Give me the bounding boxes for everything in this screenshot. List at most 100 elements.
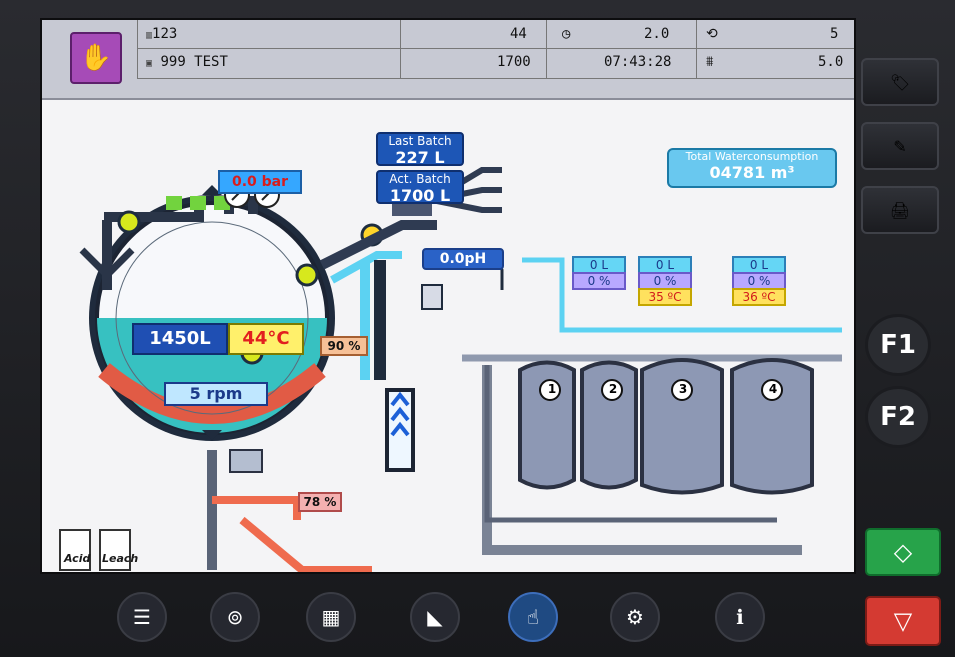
- sidebar-print-button[interactable]: 🖨: [861, 186, 939, 234]
- water-consumption: Total Waterconsumption 04781 m³: [667, 148, 837, 188]
- water-title: Total Waterconsumption: [685, 150, 819, 163]
- drum-side-pipe: [102, 220, 112, 290]
- bottom-list-button[interactable]: ☰: [117, 592, 167, 642]
- pipe-vertical: [360, 260, 370, 380]
- main-temp-display: 44°C: [228, 323, 304, 355]
- hand-icon: ✋: [79, 43, 113, 73]
- stat-4: 5: [830, 26, 839, 42]
- timer-icon: ◷: [562, 26, 571, 42]
- act-batch-box: Act. Batch 1700 L: [376, 170, 464, 205]
- program-icon: ▣: [146, 58, 153, 69]
- id-value: ▥123: [146, 26, 178, 42]
- curve-icon: ◣: [427, 605, 443, 629]
- hand-button[interactable]: ✋: [70, 32, 122, 84]
- chemical-pipe: [212, 496, 301, 520]
- header-divider: [546, 20, 547, 78]
- header-divider: [696, 20, 697, 78]
- stat-2: 1700: [497, 54, 531, 70]
- tank-label-4: 4: [768, 382, 778, 396]
- filter-flow: [390, 391, 410, 437]
- start-icon: ◇: [893, 538, 913, 566]
- pipe-bottom-inner: [484, 365, 777, 523]
- dosing-block: [190, 196, 206, 210]
- f2-key[interactable]: F2: [865, 386, 931, 448]
- info-icon: ℹ: [736, 605, 744, 629]
- ph-display: 0.0pH: [422, 248, 504, 270]
- leach-label: Leach: [102, 552, 139, 565]
- pipe-vertical-dark: [374, 260, 386, 380]
- valve-green-3: [295, 263, 319, 287]
- water-value: 04781 m³: [709, 163, 795, 182]
- dosing-block: [166, 196, 182, 210]
- acid-can: [59, 529, 91, 571]
- act-batch-title: Act. Batch: [389, 172, 451, 186]
- valve-percent: 90 %: [320, 336, 368, 356]
- bottom-pump-button[interactable]: ⊚: [210, 592, 260, 642]
- header-line: [137, 48, 854, 49]
- program-label: ▣ 999 TEST: [146, 54, 228, 70]
- bottom-info-button[interactable]: ℹ: [715, 592, 765, 642]
- last-batch-title: Last Batch: [388, 134, 452, 148]
- id-icon: ▥: [146, 30, 153, 41]
- tank4-liters: 0 L: [732, 256, 786, 274]
- process-panel: 0.0 bar Last Batch 227 L Act. Batch 1700…: [42, 100, 854, 572]
- drum-top-pipe: [104, 212, 204, 222]
- stat-1: 44: [510, 26, 527, 42]
- filter-column: [385, 388, 415, 472]
- pump-percent: 78 %: [298, 492, 342, 512]
- heater-band: [98, 363, 326, 424]
- edit-icon: ✎: [893, 136, 907, 156]
- sidebar-tag-button[interactable]: 🏷: [861, 58, 939, 106]
- print-icon: 🖨: [889, 200, 911, 220]
- tank-4: [730, 358, 814, 495]
- f1-key[interactable]: F1: [865, 314, 931, 376]
- drum-ring: [115, 221, 309, 415]
- stop-icon: ▽: [893, 607, 913, 635]
- tank-label-2: 2: [608, 382, 618, 396]
- level-icon: ⩩: [706, 54, 714, 70]
- header-line: [137, 78, 854, 79]
- tank-1: [518, 360, 576, 490]
- tag-icon: 🏷: [889, 72, 911, 92]
- tank-2: [580, 360, 638, 490]
- tank3-liters: 0 L: [638, 256, 692, 274]
- bottom-gear-button[interactable]: ⚙: [610, 592, 660, 642]
- drain-valve: [229, 449, 263, 473]
- tank12-percent: 0 %: [572, 272, 626, 290]
- bottom-touch-button[interactable]: ☝: [508, 592, 558, 642]
- start-button[interactable]: ◇: [865, 528, 941, 576]
- y-valve: [79, 247, 135, 280]
- stop-button[interactable]: ▽: [865, 596, 941, 646]
- pump-icon: ⊚: [226, 605, 244, 629]
- tank3-temp: 35 ºC: [638, 288, 692, 306]
- time-display: 07:43:28: [604, 54, 672, 70]
- hmi-screen: ✋ ▥123 ▣ 999 TEST 44 1700 ◷ 2.0 07:43:28…: [40, 18, 856, 574]
- header-divider: [137, 20, 138, 78]
- process-diagram: [59, 167, 842, 572]
- drum-top-pipe: [248, 196, 258, 214]
- tank-label-1: 1: [547, 382, 557, 396]
- bottom-curve-button[interactable]: ◣: [410, 592, 460, 642]
- tank-label-3: 3: [678, 382, 688, 396]
- drum-arrow-down: [202, 430, 222, 440]
- pipe-upper: [319, 220, 437, 270]
- last-batch-value: 227 L: [395, 148, 445, 167]
- rpm-display: 5 rpm: [164, 382, 268, 406]
- tank4-temp: 36 ºC: [732, 288, 786, 306]
- sidebar-edit-button[interactable]: ✎: [861, 122, 939, 170]
- drum-arrow-up: [202, 185, 222, 195]
- ph-sensor: [421, 284, 443, 310]
- header-bar: ✋ ▥123 ▣ 999 TEST 44 1700 ◷ 2.0 07:43:28…: [42, 20, 854, 100]
- chemical-pipe-lower: [239, 516, 372, 572]
- gear-icon: ⚙: [626, 605, 644, 629]
- touch-icon: ☝: [526, 605, 540, 629]
- act-batch-value: 1700 L: [389, 186, 451, 205]
- bottom-program-button[interactable]: ▦: [306, 592, 356, 642]
- leach-can: [99, 529, 131, 571]
- pipe-water: [330, 251, 402, 284]
- stat-3: 2.0: [644, 26, 670, 42]
- main-level-display: 1450L: [132, 323, 228, 355]
- list-icon: ☰: [133, 605, 151, 629]
- pressure-display: 0.0 bar: [218, 170, 302, 194]
- pipe-top-right: [522, 257, 842, 333]
